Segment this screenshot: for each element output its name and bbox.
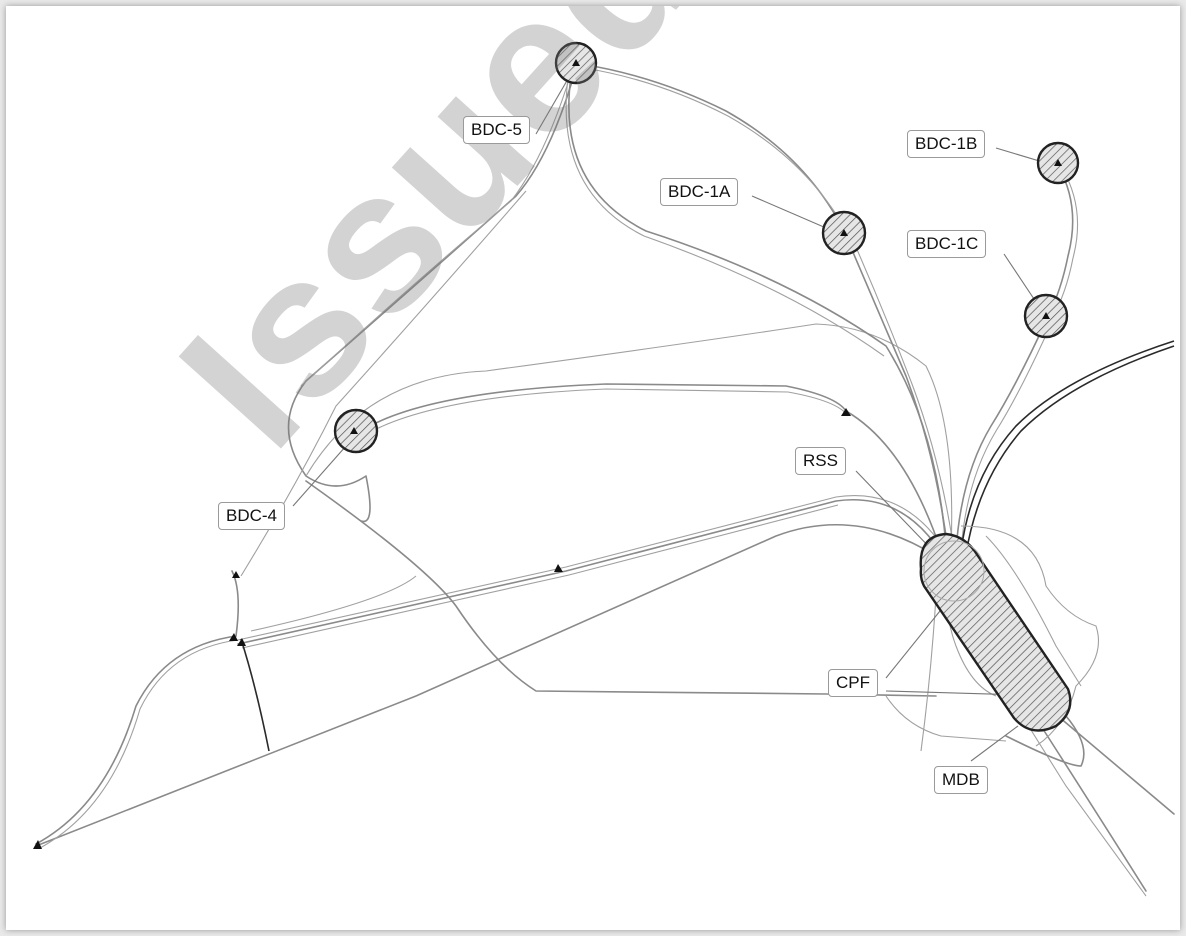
road-bdc1a-cpf bbox=[845, 235, 949, 552]
label-rss: RSS bbox=[795, 447, 846, 475]
road-southwest-trunk bbox=[35, 523, 937, 847]
triangle-icon bbox=[229, 633, 238, 641]
label-bdc1b: BDC-1B bbox=[907, 130, 986, 158]
triangle-icon bbox=[572, 59, 580, 66]
label-bdc5: BDC-5 bbox=[463, 116, 531, 144]
triangle-icon bbox=[840, 229, 848, 236]
triangle-icon bbox=[232, 571, 240, 578]
well-pads bbox=[333, 41, 1080, 732]
site-map bbox=[33, 41, 1175, 897]
label-bdc1a: BDC-1A bbox=[660, 178, 739, 206]
triangle-icon bbox=[237, 638, 246, 646]
road-network bbox=[35, 63, 1175, 897]
road-central-trunk bbox=[237, 499, 947, 645]
road-bdc4-south bbox=[305, 480, 937, 697]
road-southeast bbox=[1045, 705, 1175, 815]
road-west-loop bbox=[35, 635, 237, 845]
pipeline-east bbox=[960, 340, 1175, 552]
triangle-icon bbox=[33, 840, 42, 849]
label-mdb: MDB bbox=[934, 766, 988, 794]
road-bdc4-east bbox=[360, 383, 942, 552]
triangle-icon bbox=[1042, 312, 1050, 319]
triangle-icon bbox=[554, 564, 563, 572]
triangle-icon bbox=[350, 427, 358, 434]
label-cpf: CPF bbox=[828, 669, 878, 697]
pad-cpf bbox=[919, 532, 1072, 732]
road-bdc1c-cpf bbox=[955, 320, 1047, 552]
map-canvas: Issued Fo BDC-5 BDC-1A BDC-1B BDC-1C BDC… bbox=[6, 6, 1180, 930]
road-bdc1b-bdc1c bbox=[1047, 165, 1074, 317]
triangle-icon bbox=[841, 408, 851, 416]
triangle-markers bbox=[33, 59, 1062, 849]
label-bdc4: BDC-4 bbox=[218, 502, 286, 530]
triangle-icon bbox=[1054, 159, 1062, 166]
label-bdc1c: BDC-1C bbox=[907, 230, 987, 258]
road-bdc5-cpf bbox=[568, 75, 947, 547]
